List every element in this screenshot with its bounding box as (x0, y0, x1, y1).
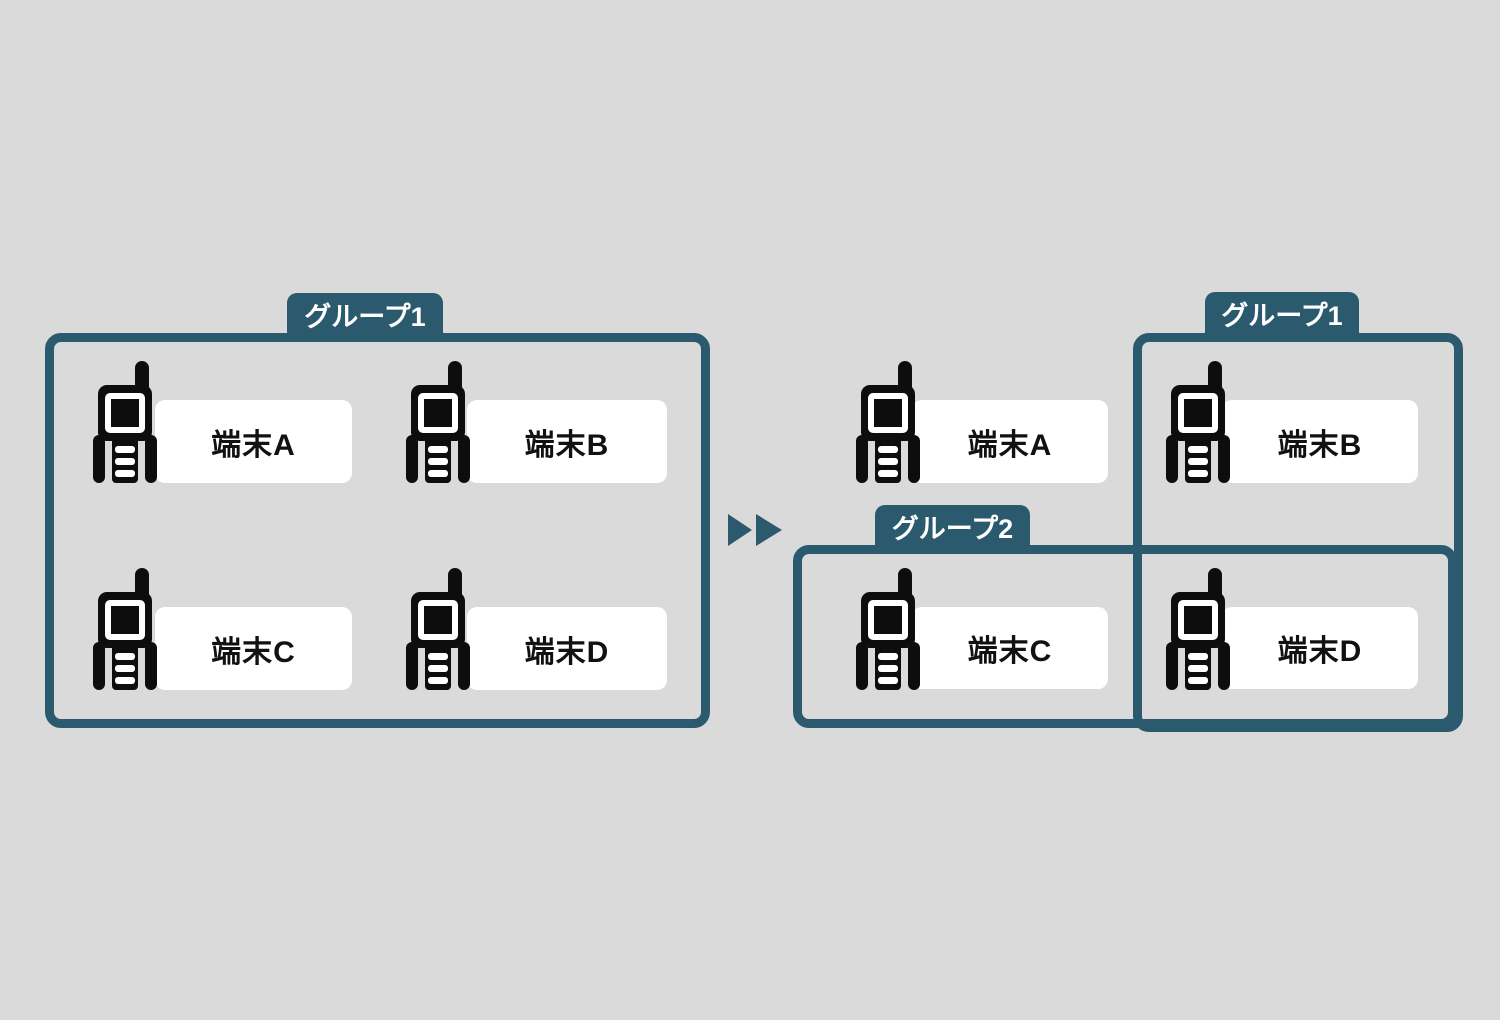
phone-icon (1166, 568, 1230, 690)
after-terminal-d-plate: 端末D (1222, 607, 1418, 689)
phone-icon (856, 361, 920, 483)
before-group1-tab: グループ1 (287, 293, 443, 339)
after-group1-label: グループ1 (1221, 301, 1343, 331)
after-terminal-c-label: 端末C (967, 635, 1053, 668)
before-terminal-a-plate: 端末A (155, 400, 352, 483)
after-group2-box (793, 545, 1457, 728)
before-terminal-a-label: 端末A (211, 428, 296, 462)
phone-icon (93, 361, 157, 483)
after-group1-tab: グループ1 (1205, 292, 1359, 339)
phone-icon (406, 568, 470, 690)
before-terminal-b-plate: 端末B (467, 400, 667, 483)
after-group2-tab: グループ2 (875, 505, 1030, 551)
before-terminal-b-label: 端末B (524, 428, 610, 462)
after-terminal-a-plate: 端末A (912, 400, 1108, 483)
before-terminal-d-plate: 端末D (467, 607, 667, 690)
before-terminal-c-plate: 端末C (155, 607, 352, 690)
after-terminal-b-plate: 端末B (1222, 400, 1418, 483)
after-terminal-a-label: 端末A (967, 428, 1053, 462)
after-group2-label: グループ2 (891, 513, 1014, 544)
after-terminal-b-label: 端末B (1277, 428, 1363, 462)
after-terminal-c-plate: 端末C (912, 607, 1108, 689)
before-group1-label: グループ1 (304, 301, 426, 332)
phone-icon (1166, 361, 1230, 483)
phone-icon (406, 361, 470, 483)
double-arrow-icon (728, 514, 782, 546)
phone-icon (93, 568, 157, 690)
before-terminal-d-label: 端末D (524, 635, 610, 669)
after-terminal-d-label: 端末D (1277, 635, 1363, 668)
phone-icon (856, 568, 920, 690)
before-terminal-c-label: 端末C (211, 635, 296, 669)
